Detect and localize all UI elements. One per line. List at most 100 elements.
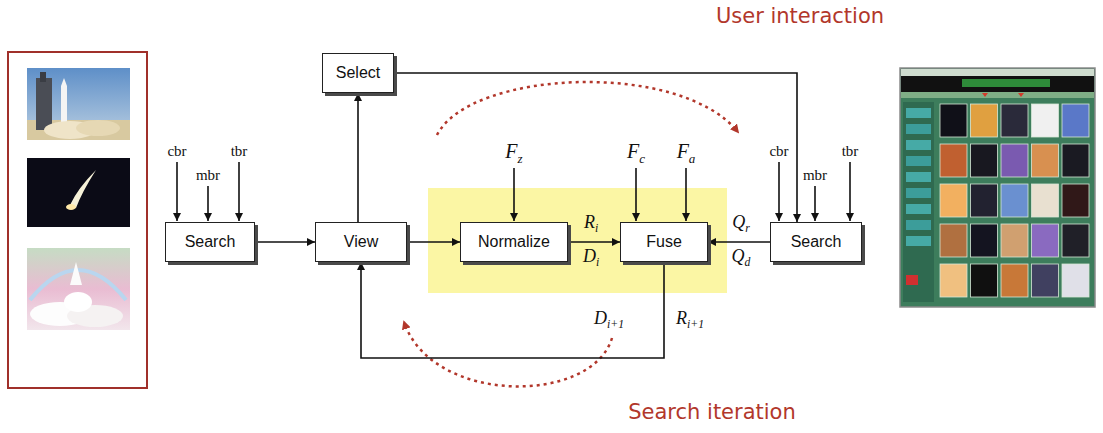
signal-label: Qd (732, 247, 751, 270)
subscript: i (596, 256, 599, 269)
flow-arrow (708, 241, 770, 243)
subscript: c (639, 151, 645, 166)
image-panel-part (64, 292, 92, 312)
input-label: tbr (842, 143, 859, 160)
screenshot-figure-part-part (940, 144, 967, 177)
dashed-cycle-arrows-part (437, 82, 738, 135)
screenshot-figure-part (906, 204, 931, 214)
image-panel-part (76, 120, 120, 136)
subscript: i+1 (607, 318, 624, 331)
image-panel-part (70, 170, 96, 208)
screenshot-figure-part-part (1032, 264, 1059, 297)
input-arrows-part (849, 162, 851, 221)
screenshot-figure-part-part (1062, 184, 1089, 217)
dashed-cycle-arrows-part (404, 322, 612, 386)
subscript: d (745, 256, 751, 269)
screenshot-figure-part-part (940, 104, 967, 137)
image-panel-part (66, 204, 76, 210)
function-label: Fc (627, 140, 645, 166)
image-panel-part (27, 68, 130, 140)
screenshot-figure-part (900, 68, 1095, 307)
screenshot-figure-part (906, 172, 931, 182)
signal-label: Di (583, 247, 599, 270)
input-arrows-part (814, 186, 816, 221)
screenshot-figure-part (906, 236, 931, 246)
screenshot-figure-part-part (1001, 264, 1028, 297)
screenshot-figure-part-part (1032, 184, 1059, 217)
screenshot-figure-part-part (971, 144, 998, 177)
input-label: cbr (167, 143, 186, 160)
signal-label: Qr (732, 213, 750, 236)
screenshot-figure-part (901, 76, 1094, 92)
screenshot-figure-part-part (1032, 144, 1059, 177)
flow-arrow (568, 241, 620, 243)
image-panel-part (27, 248, 130, 330)
flow-arrow (394, 73, 797, 222)
subscript: i+1 (687, 318, 704, 331)
input-label: mbr (803, 167, 827, 184)
search-box: Search (165, 222, 255, 262)
subscript: i (595, 222, 598, 235)
screenshot-figure-part (906, 124, 931, 134)
screenshot-figure-part (906, 108, 931, 118)
flow-arrow (361, 262, 664, 358)
screenshot-figure-part (903, 102, 934, 302)
image-panel-part (36, 78, 52, 130)
image-panel-part (27, 158, 130, 227)
annotation-label: Search iteration (628, 401, 796, 424)
screenshot-figure-part-part (971, 224, 998, 257)
input-arrows-part (513, 168, 515, 221)
image-panel (8, 52, 147, 388)
screenshot-figure-part (901, 69, 1094, 76)
screenshot-figure-part-part (940, 224, 967, 257)
screenshot-figure-part-part (1062, 144, 1089, 177)
screenshot-figure-part (906, 188, 931, 198)
image-panel-part (8, 52, 147, 388)
input-label: mbr (196, 167, 220, 184)
screenshot-figure-part-part (1062, 104, 1089, 137)
function-label: Fa (677, 140, 696, 166)
box-label: Normalize (478, 233, 550, 251)
image-panel-part (61, 78, 67, 86)
highlight-band-part (428, 188, 727, 293)
screenshot-figure-part-part (1001, 104, 1028, 137)
screenshot-figure-part (906, 140, 931, 150)
screenshot-figure-part-part (971, 184, 998, 217)
screenshot-figure-part (940, 104, 1089, 297)
fuse-box: Fuse (620, 222, 708, 262)
screenshot-figure (900, 68, 1095, 307)
screenshot-figure-part-part (1001, 184, 1028, 217)
image-panel-part (61, 86, 67, 124)
highlight-band (428, 188, 727, 293)
flow-arrow (357, 93, 359, 222)
subscript: z (518, 151, 523, 166)
view-box: View (315, 222, 407, 262)
screenshot-figure-part-part (1001, 224, 1028, 257)
screenshot-figure-part (906, 275, 918, 285)
screenshot-figure-part-part (1062, 264, 1089, 297)
screenshot-figure-part-part (1001, 144, 1028, 177)
box-label: Search (185, 233, 236, 251)
image-panel-part (70, 262, 82, 285)
screenshot-figure-part-part (1062, 224, 1089, 257)
function-label: Fz (505, 140, 522, 166)
screenshot-figure-part (982, 93, 988, 97)
subscript: a (689, 151, 696, 166)
input-arrows-part (176, 162, 178, 221)
input-arrows-part (238, 162, 240, 221)
flow-arrow (255, 241, 315, 243)
screenshot-figure-part (901, 92, 1094, 98)
box-label: Fuse (646, 233, 682, 251)
screenshot-figure-part (1018, 93, 1024, 97)
screenshot-figure-part (906, 220, 931, 230)
input-arrows-part (778, 162, 780, 221)
input-arrows-part (685, 168, 687, 221)
box-label: Search (791, 233, 842, 251)
screenshot-figure-part (906, 156, 931, 166)
screenshot-figure-part-part (971, 104, 998, 137)
input-arrows (177, 162, 850, 221)
normalize-box: Normalize (460, 222, 568, 262)
